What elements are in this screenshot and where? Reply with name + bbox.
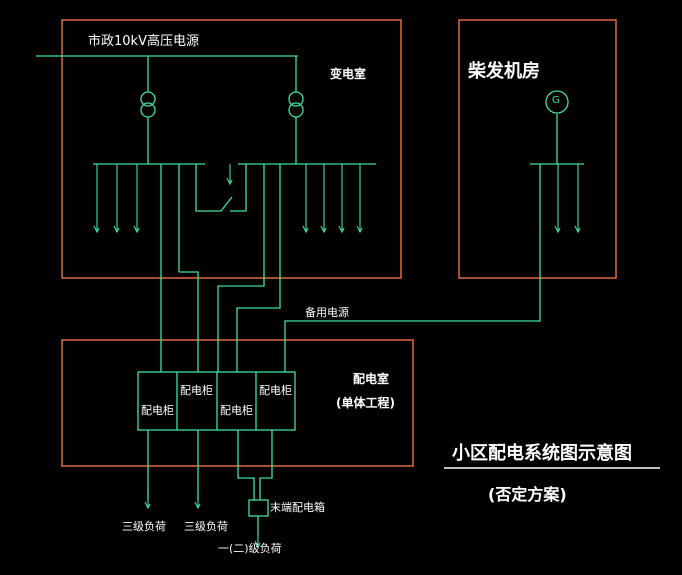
end-box-label: 末端配电箱 xyxy=(270,501,325,514)
load-drop-arrow xyxy=(144,501,151,510)
transformer-2-coil-a xyxy=(288,91,304,107)
busbar-2-drop-arrow xyxy=(302,225,309,234)
bus-tie-switch xyxy=(195,164,233,212)
generator-drop-arrow xyxy=(554,225,561,234)
end-box xyxy=(248,499,269,517)
end-box-feed-a xyxy=(237,430,255,500)
generator-circle xyxy=(545,90,569,114)
transformer-1-coil-a xyxy=(140,91,156,107)
load-label-first-second: 一(二)级负荷 xyxy=(218,542,282,555)
end-box-drop-arrow xyxy=(254,540,261,549)
cabinet-label: 配电柜 xyxy=(141,404,174,417)
cabinet-label: 配电柜 xyxy=(180,384,213,397)
load-drop-arrow xyxy=(194,501,201,510)
backup-power-line xyxy=(284,164,541,372)
diagram-title: 小区配电系统图示意图 xyxy=(452,443,632,464)
backup-power-label: 备用电源 xyxy=(305,306,349,319)
cabinet-label: 配电柜 xyxy=(259,384,292,397)
busbar-1-drop-arrow xyxy=(113,225,120,234)
generator-room-box xyxy=(458,19,617,279)
substation-box xyxy=(61,19,402,279)
diagram-subtitle: (否定方案) xyxy=(488,485,567,504)
generator-room-label: 柴发机房 xyxy=(468,61,540,82)
bus-tie-right xyxy=(230,164,247,212)
substation-label: 变电室 xyxy=(330,67,367,81)
busbar-2-drop-arrow xyxy=(320,225,327,234)
end-box-feed-b xyxy=(259,430,273,500)
feeder-2-route xyxy=(179,271,199,372)
feeder-4-route xyxy=(236,164,281,372)
generator-symbol: G xyxy=(552,95,560,106)
hv-source-label: 市政10kV高压电源 xyxy=(88,34,199,49)
busbar-1-drop-arrow xyxy=(93,225,100,234)
feeder-3-route xyxy=(217,164,265,372)
transformer-1-coil-b xyxy=(140,102,156,118)
bus-tie-drop-arrow xyxy=(226,177,233,186)
load-label-third-2: 三级负荷 xyxy=(184,520,228,533)
busbar-2-drop-arrow xyxy=(356,225,363,234)
generator-drop-arrow xyxy=(574,225,581,234)
load-label-third-1: 三级负荷 xyxy=(122,520,166,533)
busbar-1-drop-arrow xyxy=(133,225,140,234)
cabinet-label: 配电柜 xyxy=(220,404,253,417)
busbar-2-drop-arrow xyxy=(338,225,345,234)
transformer-2-coil-b xyxy=(288,102,304,118)
distribution-room-sub: (单体工程) xyxy=(336,396,395,410)
distribution-room-label: 配电室 xyxy=(353,372,390,386)
